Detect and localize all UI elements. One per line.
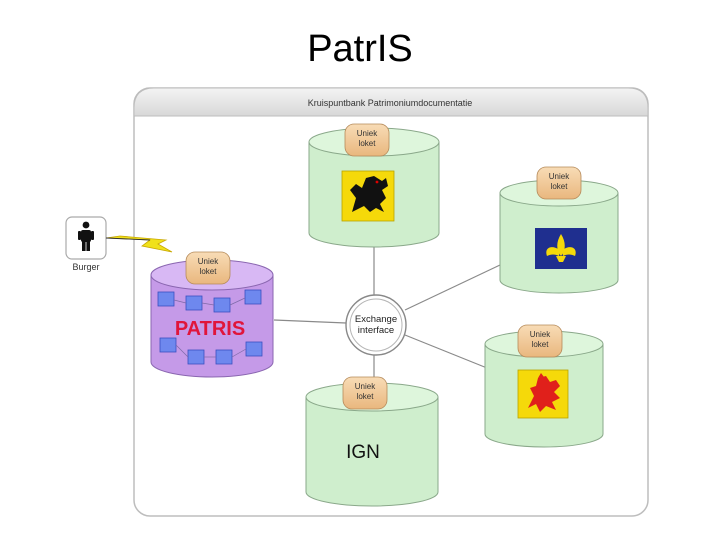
burger-label: Burger bbox=[72, 262, 99, 272]
cube-node bbox=[244, 289, 262, 305]
flanders-lion-flag-icon bbox=[341, 170, 395, 222]
loket-tag-wallonia: Uniek loket bbox=[517, 324, 563, 358]
svg-text:loket: loket bbox=[532, 340, 550, 349]
lightning-bolt-icon bbox=[105, 235, 173, 253]
flanders-database bbox=[308, 127, 440, 248]
line-to-wallonia bbox=[404, 334, 488, 369]
loket-tag-ign: Uniek loket bbox=[342, 376, 388, 410]
cube-node bbox=[245, 341, 263, 357]
cube-node bbox=[215, 349, 233, 365]
svg-text:loket: loket bbox=[551, 182, 569, 191]
svg-text:Uniek: Uniek bbox=[198, 257, 219, 266]
cube-network bbox=[157, 289, 263, 365]
panel-title: Kruispuntbank Patrimoniumdocumentatie bbox=[308, 98, 473, 108]
svg-text:loket: loket bbox=[357, 392, 375, 401]
svg-text:loket: loket bbox=[359, 139, 377, 148]
line-to-patris bbox=[273, 319, 347, 324]
line-to-brussels bbox=[404, 264, 501, 311]
exchange-line1: Exchange bbox=[355, 314, 397, 325]
loket-tag-patris: Uniek loket bbox=[185, 251, 231, 285]
cube-node bbox=[159, 337, 177, 353]
patris-label: PATRIS bbox=[175, 318, 245, 340]
svg-text:Uniek: Uniek bbox=[530, 330, 551, 339]
cube-node bbox=[213, 297, 231, 313]
loket-tag-flanders: Uniek loket bbox=[344, 123, 390, 157]
svg-text:loket: loket bbox=[200, 267, 218, 276]
cube-node bbox=[185, 295, 203, 311]
exchange-line2: interface bbox=[358, 325, 394, 336]
brussels-database bbox=[499, 179, 619, 294]
exchange-interface-node: Exchange interface bbox=[345, 294, 407, 356]
svg-text:Uniek: Uniek bbox=[355, 382, 376, 391]
cube-node bbox=[187, 349, 205, 365]
ign-label: IGN bbox=[346, 442, 380, 463]
svg-text:Uniek: Uniek bbox=[549, 172, 570, 181]
burger-user: Burger bbox=[65, 216, 107, 272]
brussels-iris-flag-icon bbox=[535, 228, 587, 269]
person-icon bbox=[78, 221, 94, 251]
slide-title: PatrIS bbox=[307, 28, 413, 70]
walloon-rooster-flag-icon bbox=[517, 369, 569, 419]
loket-tag-brussels: Uniek loket bbox=[536, 166, 582, 200]
cube-node bbox=[157, 291, 175, 307]
svg-text:Uniek: Uniek bbox=[357, 129, 378, 138]
